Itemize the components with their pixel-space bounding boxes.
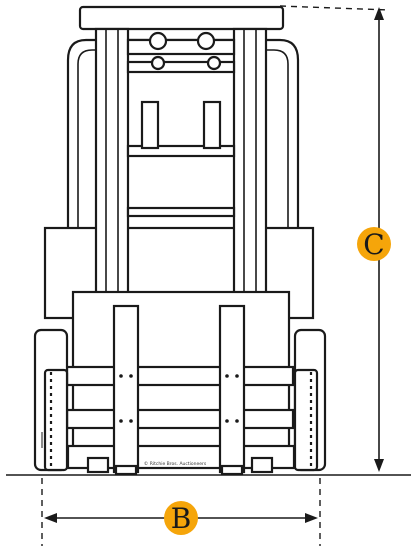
fork-bolts (119, 374, 239, 423)
width-label: B (171, 502, 192, 535)
left-fork (112, 304, 140, 476)
top-reference-dashed-line (279, 5, 390, 11)
right-fork (218, 304, 246, 476)
height-badge-circle (357, 227, 391, 261)
height-label: C (363, 228, 384, 261)
mast (94, 27, 268, 301)
tire-tread (49, 372, 313, 466)
height-label-badge: C (357, 227, 391, 261)
width-badge-circle (164, 501, 198, 535)
fork-carriage (65, 290, 295, 464)
width-label-badge: B (164, 501, 198, 535)
lower-frame (66, 444, 296, 474)
copyright-text: © Ritchie Bros. Auctioneers (144, 460, 207, 467)
